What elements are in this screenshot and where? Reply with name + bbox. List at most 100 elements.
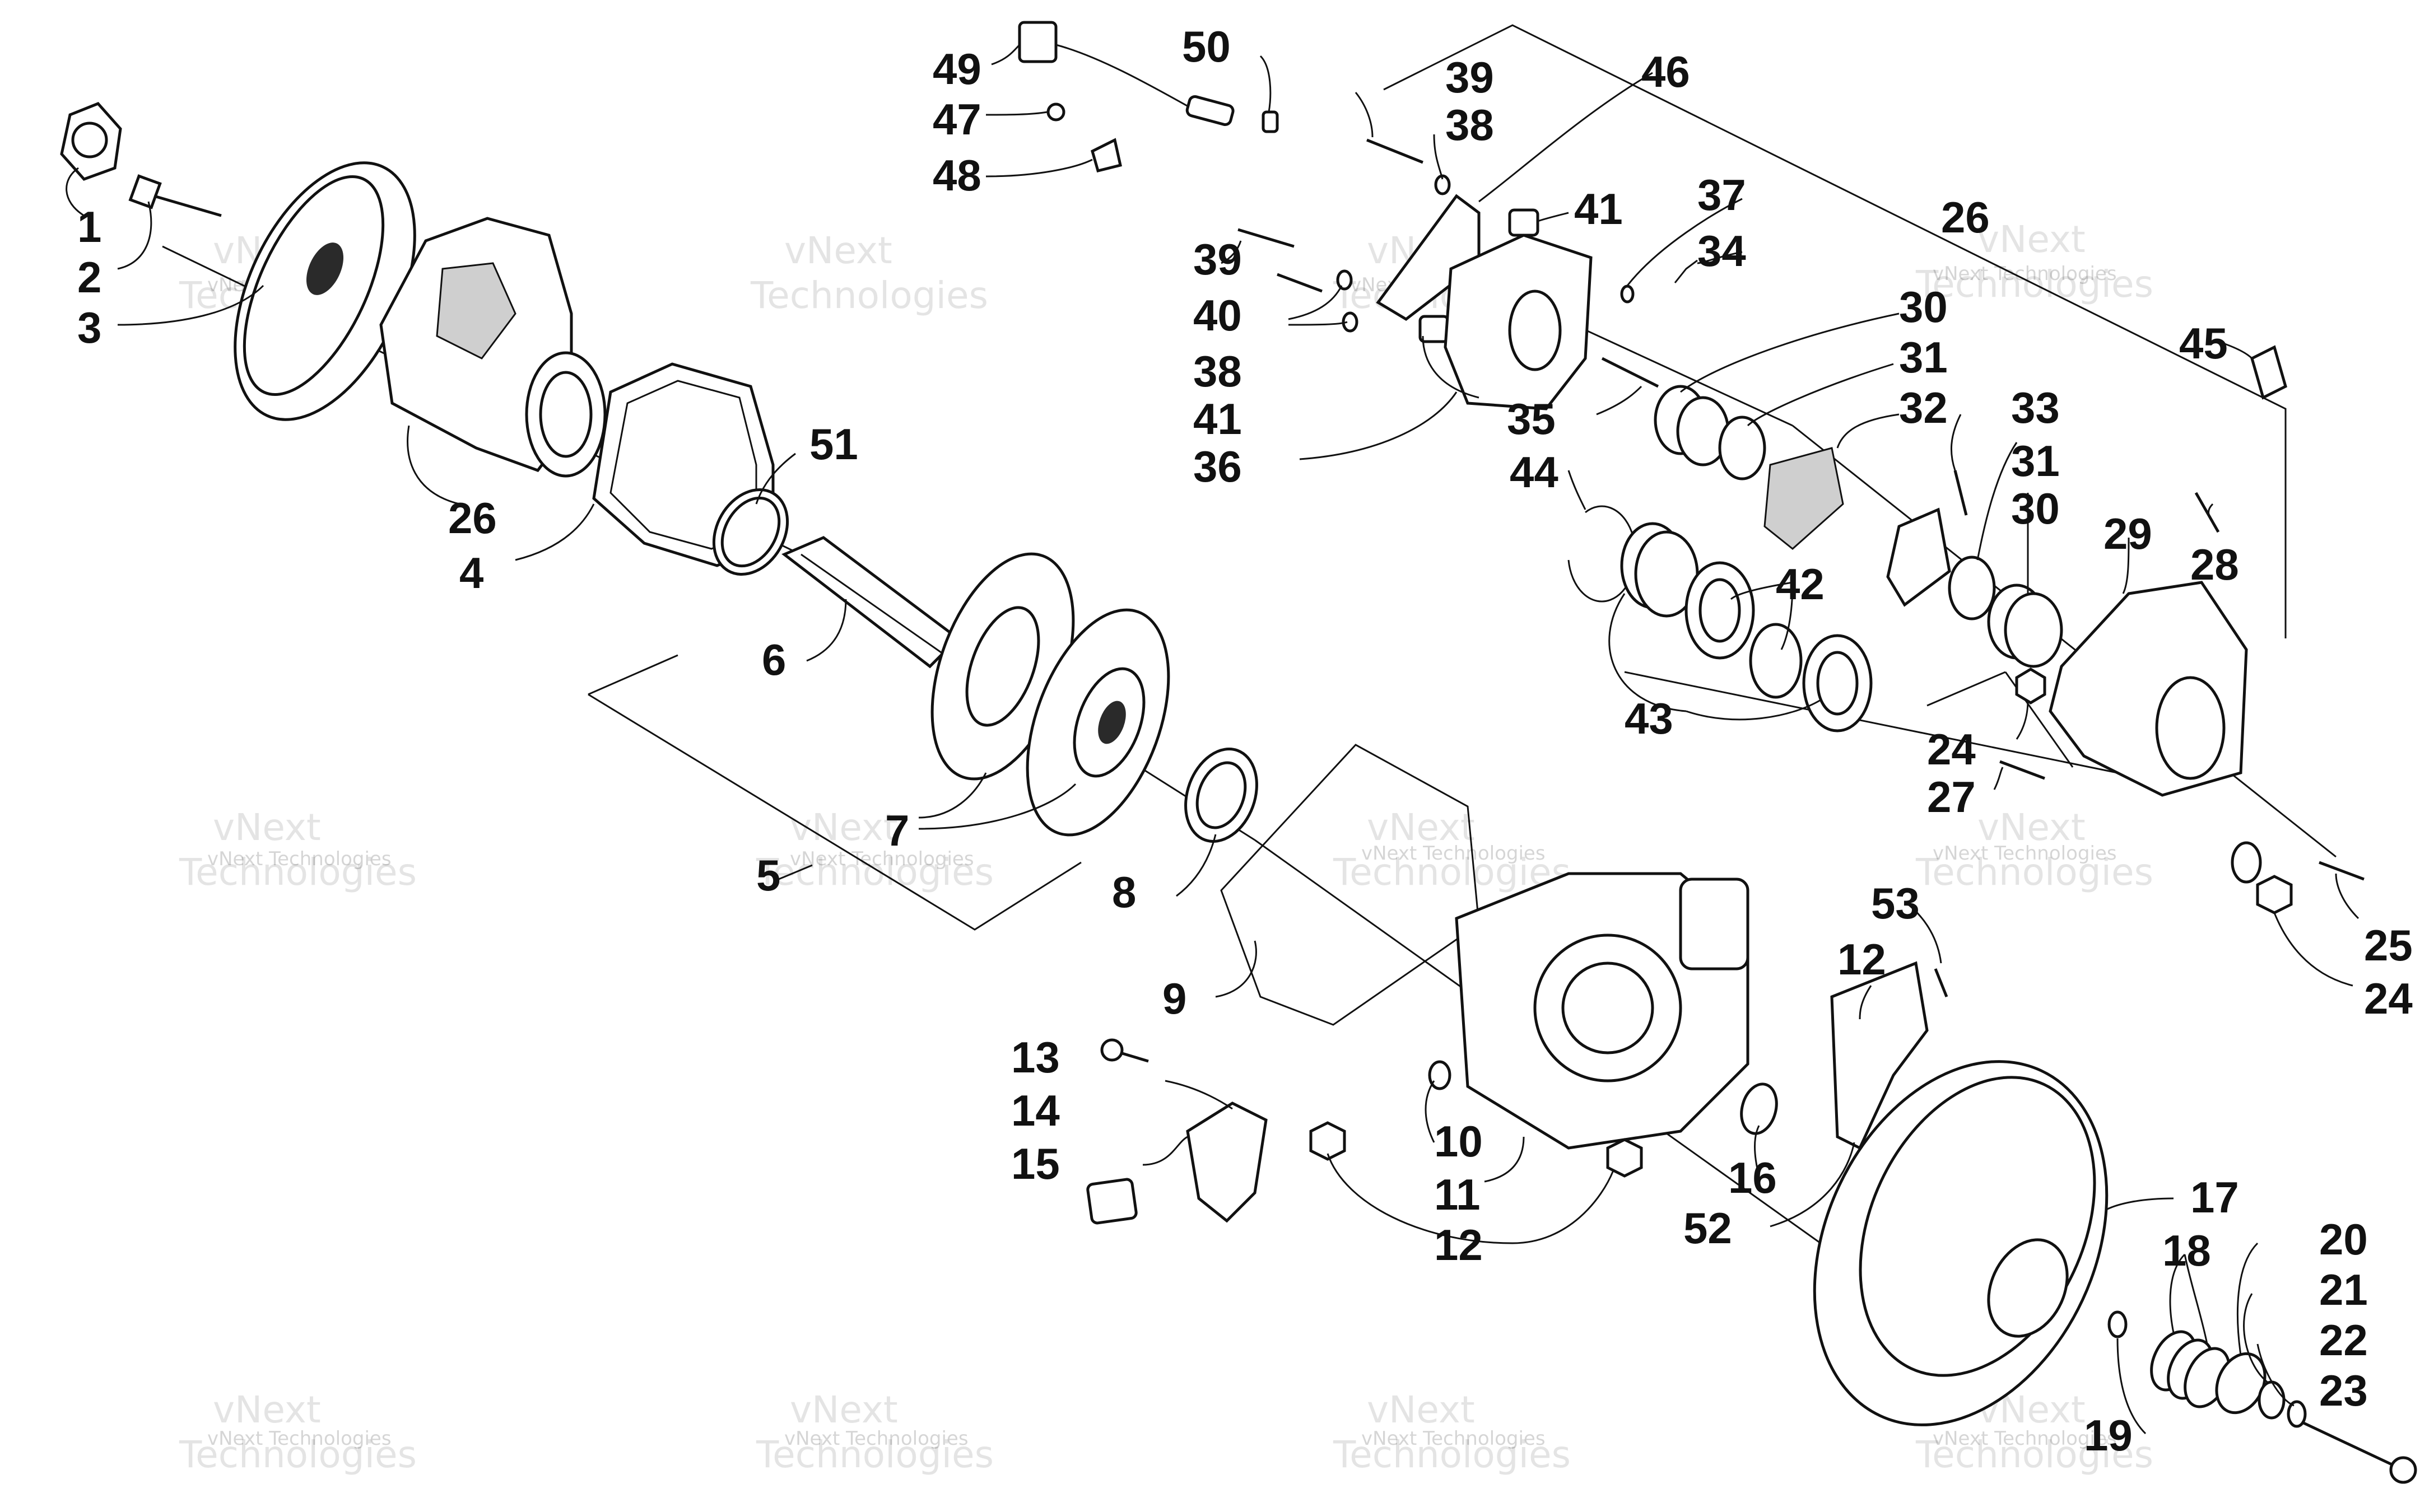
callout-41: 41 — [1193, 394, 1242, 444]
part-47-screw — [1046, 102, 1065, 122]
watermark: vNext Technologies vNext Technologies — [1333, 1388, 1571, 1476]
callout-14: 14 — [1011, 1086, 1060, 1135]
kit-bracket-lines — [588, 24, 2287, 931]
watermark: vNext Technologies vNext Technologies — [179, 806, 417, 894]
callout-13: 13 — [1011, 1033, 1060, 1082]
callout-32: 32 — [1899, 383, 1948, 432]
svg-text:vNext: vNext — [790, 1388, 898, 1431]
part-48-clip — [1091, 138, 1122, 173]
part-38-washer — [1336, 269, 1353, 291]
callout-11: 11 — [1434, 1170, 1480, 1219]
part-38-washer — [1434, 174, 1451, 195]
part-37-clip — [1620, 284, 1635, 304]
callout-20: 20 — [2319, 1215, 2368, 1264]
part-13-bolt — [1100, 1038, 1149, 1063]
callout-47: 47 — [933, 95, 981, 144]
part-22-washer — [2287, 1400, 2307, 1428]
svg-text:vNext: vNext — [1977, 806, 2086, 849]
part-31-seal — [1718, 416, 1766, 480]
part-28-caliper-half — [2049, 581, 2248, 797]
callout-31: 31 — [2011, 436, 2060, 486]
callout-42: 42 — [1776, 559, 1825, 609]
callout-27: 27 — [1927, 772, 1976, 822]
callout-30: 30 — [1899, 282, 1948, 332]
callout-3: 3 — [77, 303, 101, 352]
part-24-nut — [2015, 668, 2046, 704]
callout-7: 7 — [885, 806, 909, 855]
svg-text:Technologies: Technologies — [1333, 851, 1571, 894]
callout-4: 4 — [459, 548, 483, 598]
part-11-gearcase — [1455, 872, 1749, 1150]
svg-text:vNext Technologies: vNext Technologies — [790, 848, 974, 870]
svg-text:vNext Technologies: vNext Technologies — [1933, 842, 2117, 865]
svg-text:vNext Technologies: vNext Technologies — [1361, 842, 1546, 865]
part-30-piston — [1654, 385, 1730, 466]
callout-39: 39 — [1193, 235, 1242, 284]
svg-text:Technologies: Technologies — [179, 851, 417, 894]
part-12-nut — [1606, 1138, 1643, 1178]
callout-26: 26 — [1941, 193, 1990, 242]
callout-8: 8 — [1112, 867, 1136, 917]
watermark: vNext Technologies vNext Technologies — [1915, 806, 2153, 894]
part-31-seal-b — [1948, 556, 1996, 620]
callout-labels: 1 2 3 26 4 51 6 5 7 8 9 13 14 15 10 11 1… — [77, 22, 2413, 1460]
callout-34: 34 — [1697, 226, 1746, 276]
callout-12: 12 — [1837, 935, 1886, 984]
part-18-spring — [2150, 1330, 2231, 1408]
part-34-spring — [1674, 259, 1698, 283]
svg-text:vNext Technologies: vNext Technologies — [1933, 263, 2117, 285]
part-38-washer — [1342, 311, 1358, 333]
callout-39: 39 — [1445, 53, 1494, 102]
part-27-bolt — [1999, 760, 2045, 780]
part-39-bolt — [1237, 228, 1295, 248]
part-43-bearing — [1620, 522, 1699, 618]
part-53-pin — [1934, 968, 1948, 997]
part-30-piston-b — [1987, 584, 2063, 668]
part-25-bolt — [2319, 861, 2365, 881]
part-24-nut — [2256, 875, 2293, 914]
leader-lines — [66, 44, 2360, 1435]
callout-36: 36 — [1193, 442, 1242, 491]
part-16-seal-ring — [1740, 1082, 1778, 1135]
callout-31: 31 — [1899, 333, 1948, 382]
part-49-sensor-connector — [1018, 21, 1194, 110]
svg-text:vNext Technologies: vNext Technologies — [1933, 1427, 2117, 1450]
callout-19: 19 — [2084, 1411, 2133, 1460]
callout-10: 10 — [1434, 1117, 1483, 1166]
part-19-washer — [2107, 1310, 2128, 1338]
svg-text:Technologies: Technologies — [1915, 1433, 2153, 1476]
callout-41: 41 — [1574, 184, 1623, 234]
callout-33: 33 — [2011, 383, 2060, 432]
part-21-washer — [2258, 1380, 2286, 1420]
callout-38: 38 — [1445, 100, 1494, 150]
part-14-bracket — [1186, 1102, 1268, 1223]
callout-23: 23 — [2319, 1366, 2368, 1415]
part-41-spacer — [1508, 208, 1539, 237]
svg-text:Technologies: Technologies — [179, 1433, 417, 1476]
callout-53: 53 — [1871, 879, 1920, 928]
callout-30: 30 — [2011, 484, 2060, 533]
callout-16: 16 — [1728, 1153, 1777, 1202]
callout-50: 50 — [1182, 22, 1231, 71]
callout-29: 29 — [2103, 509, 2152, 558]
callout-26: 26 — [448, 493, 497, 543]
watermark: vNext Technologies vNext Technologies — [756, 806, 994, 894]
svg-text:Technologies: Technologies — [1915, 851, 2153, 894]
svg-text:vNext: vNext — [213, 806, 321, 849]
svg-text:vNext: vNext — [1977, 218, 2086, 261]
part-8-bearing — [1184, 748, 1258, 843]
callout-12: 12 — [1434, 1220, 1483, 1270]
part-51-seal — [712, 488, 789, 576]
svg-text:Technologies: Technologies — [1333, 1433, 1571, 1476]
part-45-bleeder — [2250, 345, 2287, 400]
callout-37: 37 — [1697, 170, 1746, 220]
callout-17: 17 — [2190, 1173, 2239, 1222]
callout-49: 49 — [933, 44, 981, 94]
part-10-washer — [1428, 1060, 1451, 1090]
svg-text:vNext Technologies: vNext Technologies — [207, 1427, 392, 1450]
watermark: vNext Technologies vNext Technologies — [1333, 806, 1571, 894]
part-46-bracket — [1376, 194, 1481, 321]
callout-15: 15 — [1011, 1139, 1060, 1188]
callout-5: 5 — [756, 851, 780, 900]
